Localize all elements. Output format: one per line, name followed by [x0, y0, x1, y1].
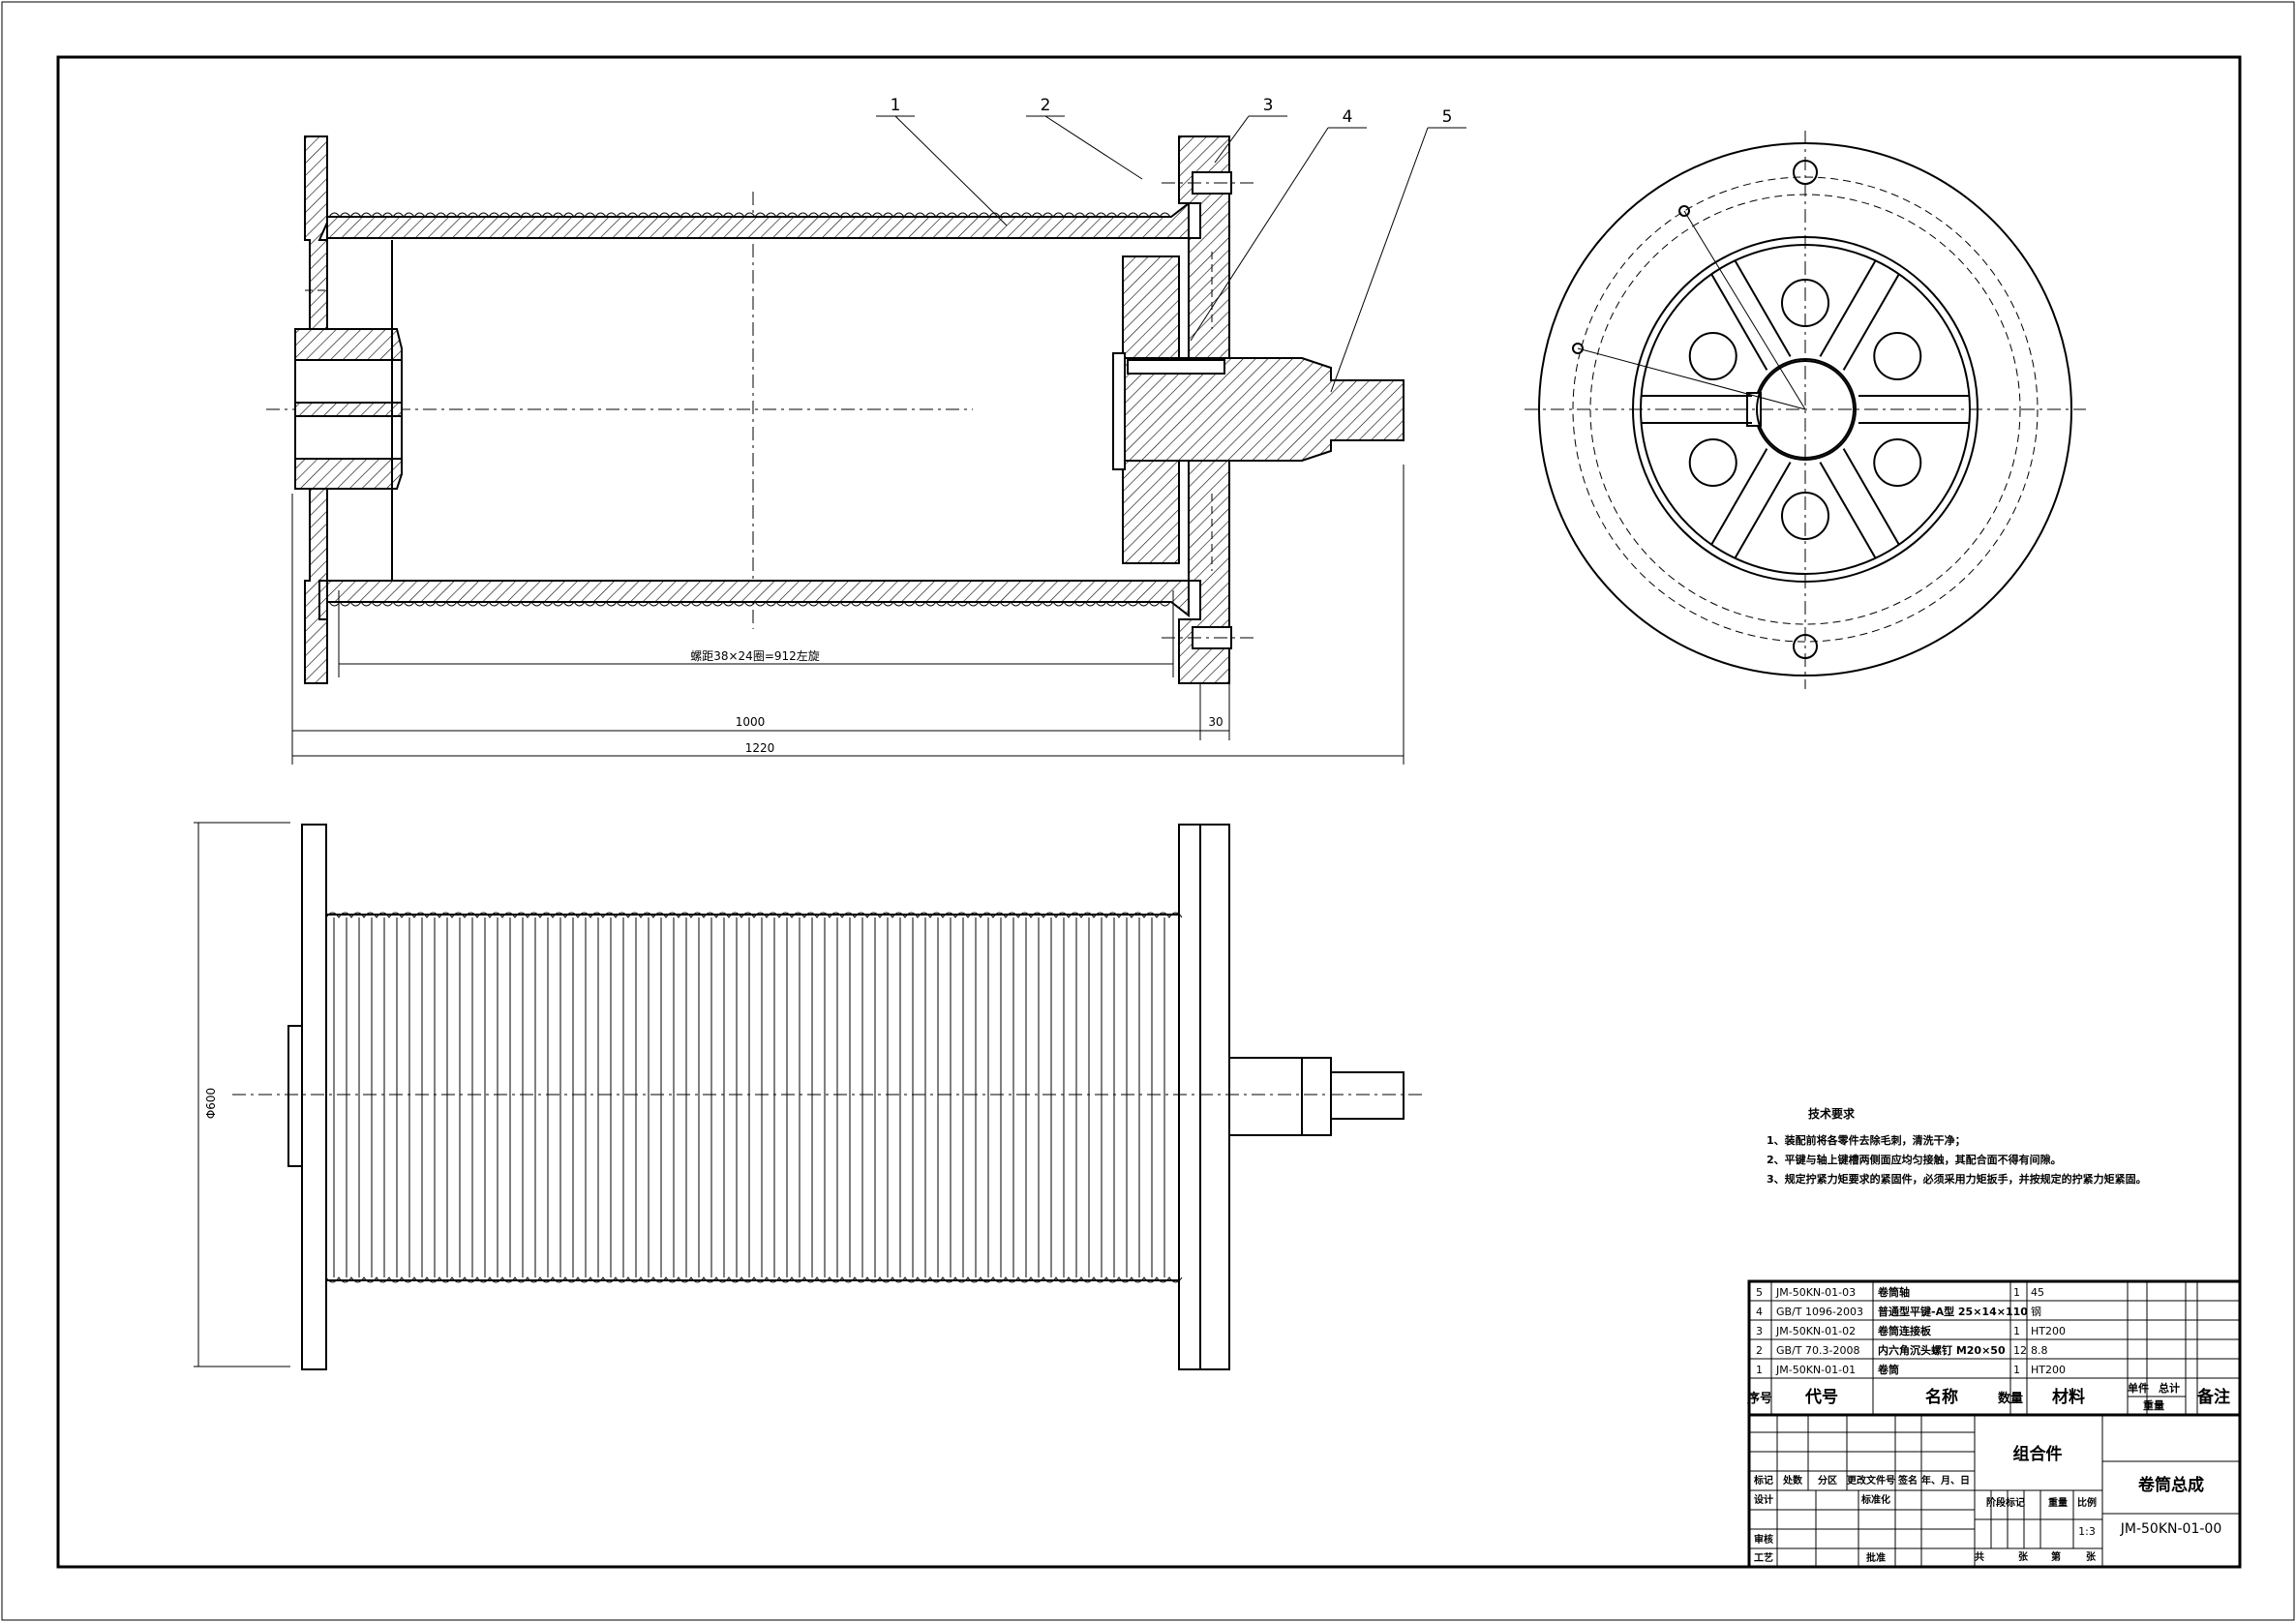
callout-2: 2	[1041, 96, 1051, 115]
ratio-label: 比例	[2077, 1496, 2097, 1509]
bom-row-name: 卷筒连接板	[1877, 1324, 1932, 1337]
rev-label-count: 处数	[1782, 1474, 1803, 1487]
sheet-word-1: 张	[2018, 1550, 2029, 1563]
tech-requirements: 技术要求 1、装配前将各零件去除毛刺，清洗干净； 2、平键与轴上键槽两侧面应均匀…	[1767, 1106, 2147, 1186]
groove-teeth	[328, 212, 1171, 607]
sheet-word-2: 张	[2086, 1550, 2097, 1563]
front-view: Φ600	[194, 822, 1423, 1370]
bom-row-name: 内六角沉头螺钉 M20×50	[1878, 1343, 2006, 1357]
part-type: 组合件	[2013, 1444, 2063, 1464]
bom-row-code: GB/T 70.3-2008	[1776, 1344, 1859, 1357]
drawing-name: 卷筒总成	[2137, 1475, 2204, 1495]
bom-row-code: JM-50KN-01-01	[1775, 1364, 1856, 1376]
tech-item-2: 2、平键与轴上键槽两侧面应均匀接触，其配合面不得有间隙。	[1767, 1153, 2062, 1166]
callout-3: 3	[1263, 96, 1274, 115]
review-label: 审核	[1754, 1533, 1773, 1546]
bom-header-qty: 数量	[1998, 1391, 2023, 1406]
diameter-dimension: Φ600	[204, 1088, 218, 1119]
bom-row-no: 3	[1756, 1325, 1763, 1337]
groove-dimension: 螺距38×24圈=912左旋	[690, 648, 820, 663]
bom-row-qty: 1	[2013, 1364, 2020, 1376]
inner-frame	[56, 55, 2242, 1569]
callouts: 1 2 3 4 5	[876, 96, 1466, 393]
weight-label: 重量	[2048, 1496, 2068, 1509]
rev-label-doc: 更改文件号	[1847, 1474, 1895, 1487]
rev-label-mark: 标记	[1753, 1474, 1773, 1487]
bom-row-no: 4	[1756, 1306, 1763, 1318]
bom-row-material: HT200	[2031, 1325, 2066, 1337]
front-groove-lines	[325, 912, 1183, 1283]
design-label: 设计	[1754, 1493, 1773, 1506]
bom-row-no: 1	[1756, 1364, 1763, 1376]
length-inner-dimension: 1000	[736, 715, 766, 729]
tech-item-1: 1、装配前将各零件去除毛刺，清洗干净；	[1767, 1133, 1966, 1147]
bom-row-qty: 12	[2013, 1344, 2027, 1357]
drawing-number: JM-50KN-01-00	[2120, 1521, 2221, 1537]
bom-row-code: JM-50KN-01-02	[1775, 1325, 1856, 1337]
tech-title: 技术要求	[1808, 1106, 1856, 1121]
title-block: 标记 处数 分区 更改文件号 签名 年、月、日 设计 标准化 审核 工艺 批准 …	[1747, 1413, 2242, 1569]
bom-header-weight: 重量	[2143, 1398, 2164, 1412]
scale-value: 1:3	[2078, 1525, 2096, 1538]
process-label: 工艺	[1754, 1551, 1773, 1564]
bom-row-qty: 1	[2013, 1325, 2020, 1337]
bom-table: 5 JM-50KN-01-03 卷筒轴 1 45 4 GB/T 1096-2003 普通型平键…	[1747, 1279, 2242, 1417]
bom-row-material: 45	[2031, 1286, 2044, 1299]
bom-header-remark: 备注	[2196, 1387, 2230, 1407]
end-view	[1525, 131, 2086, 689]
bom-header-unit: 单件	[2128, 1381, 2149, 1395]
standard-label: 标准化	[1860, 1493, 1890, 1506]
rev-label-zone: 分区	[1818, 1474, 1837, 1487]
bom-header-material: 材料	[2052, 1387, 2085, 1407]
bom-row-no: 2	[1756, 1344, 1763, 1357]
rev-label-sign: 签名	[1897, 1474, 1918, 1487]
approve-label: 批准	[1866, 1551, 1886, 1564]
sheet-no: 第	[2051, 1550, 2061, 1563]
bom-row-name: 普通型平键-A型 25×14×110	[1878, 1305, 2028, 1318]
callout-1: 1	[891, 96, 901, 115]
bom-row-code: JM-50KN-01-03	[1775, 1286, 1856, 1299]
end-view-holes	[1572, 160, 1970, 659]
bom-row-code: GB/T 1096-2003	[1776, 1306, 1863, 1318]
flange-dimension: 30	[1208, 715, 1223, 729]
bom-row-material: HT200	[2031, 1364, 2066, 1376]
dimensions: 螺距38×24圈=912左旋 1000 30 1220	[291, 465, 1405, 765]
bom-header-total: 总计	[2159, 1381, 2180, 1395]
sheets-total: 共	[1975, 1550, 1984, 1563]
tech-item-3: 3、规定拧紧力矩要求的紧固件，必须采用力矩扳手，并按规定的拧紧力矩紧固。	[1767, 1172, 2147, 1186]
stage-label: 阶段标记	[1986, 1496, 2025, 1509]
bom-row-material: 钢	[2031, 1306, 2041, 1318]
bom-header-code: 代号	[1804, 1387, 1838, 1407]
bom-row-qty: 1	[2013, 1286, 2020, 1299]
rev-label-date: 年、月、日	[1921, 1474, 1970, 1487]
section-view	[266, 135, 1405, 684]
bom-row-name: 卷筒轴	[1877, 1285, 1910, 1299]
bom-header-name: 名称	[1925, 1387, 1958, 1407]
length-total-dimension: 1220	[745, 741, 775, 755]
bom-row-material: 8.8	[2031, 1344, 2048, 1357]
bom-row-qty: 1	[2013, 1306, 2020, 1318]
bom-header-no: 序号	[1747, 1391, 1772, 1406]
bom-row-name: 卷筒	[1877, 1363, 1899, 1376]
callout-4: 4	[1343, 107, 1353, 127]
callout-5: 5	[1442, 107, 1453, 127]
bom-row-no: 5	[1756, 1286, 1763, 1299]
